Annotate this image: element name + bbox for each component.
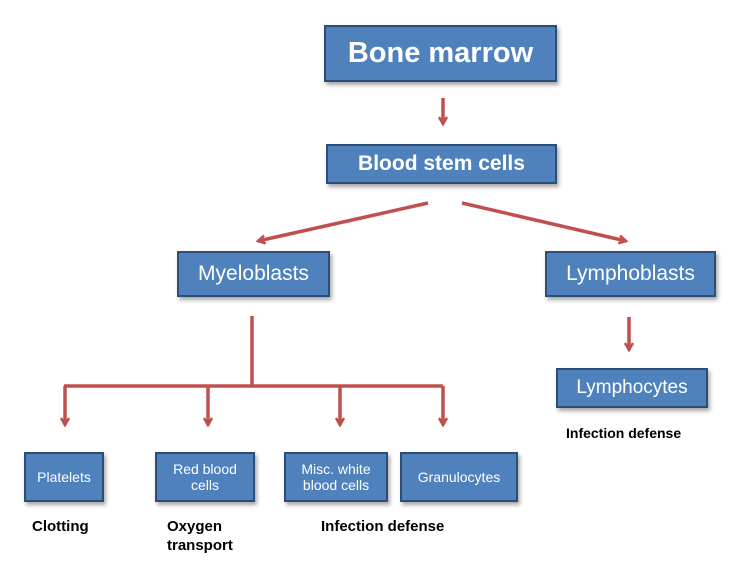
node-platelets-label: Platelets [37,468,91,485]
label-red-blood-cells-function: Oxygen transport [167,518,233,554]
arrow-stem-to-myeloblasts [258,201,429,241]
node-myeloblasts: Myeloblasts [177,251,330,297]
node-platelets: Platelets [24,452,104,502]
node-bone-marrow: Bone marrow [324,25,557,82]
node-bone-marrow-label: Bone marrow [347,36,534,69]
node-red-blood-cells: Red blood cells [155,452,255,502]
label-white-cells-function: Infection defense [321,518,445,535]
node-lymphocytes-label: Lymphocytes [576,377,688,399]
node-granulocytes-label: Granulocytes [417,468,501,485]
label-lymphocytes-function: Infection defense [566,425,682,441]
node-misc-white-blood-cells-label: Misc. white blood cells [301,460,371,493]
node-myeloblasts-label: Myeloblasts [198,261,309,285]
node-lymphocytes: Lymphocytes [556,368,708,408]
node-misc-white-blood-cells: Misc. white blood cells [284,452,388,502]
node-blood-stem-cells: Blood stem cells [326,144,557,184]
node-granulocytes: Granulocytes [400,452,518,502]
node-lymphoblasts: Lymphoblasts [545,251,716,297]
node-blood-stem-cells-label: Blood stem cells [358,151,525,175]
node-lymphoblasts-label: Lymphoblasts [566,261,695,285]
label-platelets-function: Clotting [32,518,89,535]
node-red-blood-cells-label: Red blood cells [173,460,237,493]
arrow-stem-to-lymphoblasts [461,201,626,241]
